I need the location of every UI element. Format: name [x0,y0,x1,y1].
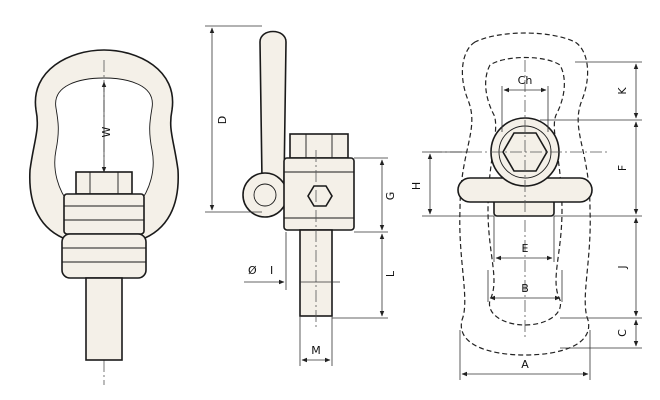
side-pivot-hole [253,183,277,207]
top-swing-outer-dashed [459,32,591,356]
front-nut [75,171,133,195]
dim-l-label: L [384,270,397,277]
front-base [61,233,147,279]
dim-a-label: A [521,358,529,371]
side-pivot-ring [242,172,288,218]
dim-b-label: B [521,282,529,295]
side-nut [289,133,349,159]
front-bolt [85,277,123,361]
dim-j-label: J [616,265,629,269]
side-hex-socket [307,185,333,207]
dim-f-label: F [616,165,629,171]
dim-h-label: H [410,182,423,190]
top-view: Ch H E B A K F J C [410,32,642,380]
dim-phi-label: Ø [248,264,257,277]
dim-k-label: K [616,87,629,95]
dim-i-label: I [270,264,273,277]
dim-c-label: C [616,329,629,337]
dim-ch-label: Ch [518,74,533,87]
dim-m-label: M [311,344,321,357]
dim-w-label: W [100,126,113,137]
side-view: D G L Ø I M [205,25,397,366]
dim-g-label: G [384,192,397,201]
dim-d-label: D [216,116,229,124]
front-view: W [29,49,179,385]
dim-e-label: E [522,242,529,255]
front-collar [63,193,145,235]
